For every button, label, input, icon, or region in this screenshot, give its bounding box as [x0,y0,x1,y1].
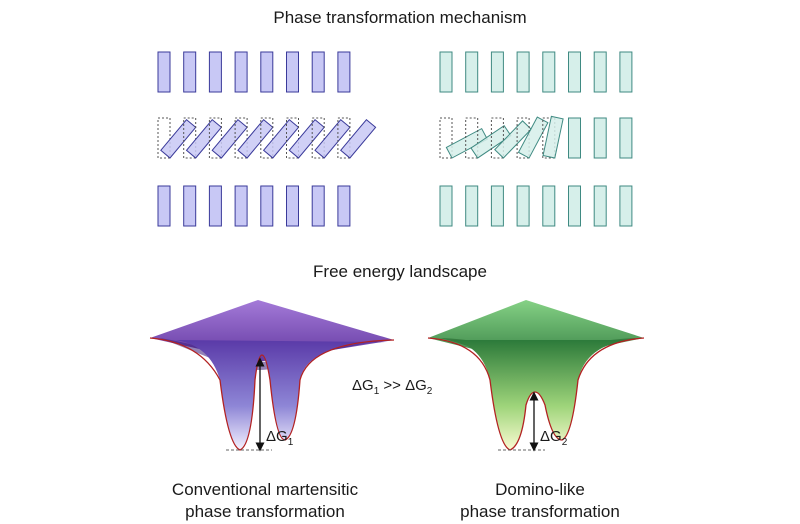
left-cell-top [183,51,197,93]
left-cell-top [286,51,299,93]
right-cell-top [465,51,479,93]
right-cell-tilted [445,127,488,159]
left-caption-line2: phase transformation [185,502,345,521]
right-cell-bottom [439,185,453,227]
left-caption: Conventional martensitic phase transform… [120,479,410,523]
right-cell-upright [568,117,581,159]
right-cell-top [593,51,607,93]
left-cell-ghost [157,117,171,159]
right-cell-bottom [490,185,504,227]
right-cell-bottom [593,185,607,227]
left-cell-tilted [211,118,248,159]
right-cell-tilted [542,115,564,159]
left-cell-top [311,51,325,93]
left-delta-label: ΔG1 [266,428,294,448]
left-cell-top [337,51,351,93]
right-cell-bottom [465,185,479,227]
left-cell-ghost [234,117,248,159]
left-cell-top [208,51,222,93]
right-cell-tilted [517,116,549,159]
right-caption-line1: Domino-like [495,480,585,499]
left-cell-bottom [311,185,325,227]
right-cell-top [516,51,530,93]
left-cell-tilted [288,118,325,159]
right-delta-label: ΔG2 [540,428,568,448]
left-energy-landscape: ΔG1 [149,300,395,452]
right-cell-top [439,51,453,93]
right-cell-ghost [490,117,504,159]
left-cell-tilted [185,118,223,159]
left-cell-bottom [183,185,197,227]
left-cell-bottom [157,185,171,227]
left-cell-tilted [262,118,300,159]
right-cell-top [542,51,556,93]
right-cell-tilted [494,120,532,159]
right-cell-upright [619,117,633,159]
left-cell-bottom [208,185,222,227]
left-cell-ghost [337,117,351,159]
left-cell-bottom [260,185,274,227]
left-cell-ghost [260,117,274,159]
delta-relation: ΔG1 >> ΔG2 [352,377,433,397]
left-cell-ghost [183,117,197,159]
middle-title: Free energy landscape [313,262,487,281]
right-cell-top [490,51,504,93]
left-cell-tilted [340,118,377,159]
right-cell-ghost [465,117,479,159]
right-cell-top [568,51,581,93]
right-lattice [439,51,633,227]
right-energy-landscape: ΔG2 [427,300,645,452]
right-cell-ghost [439,117,453,159]
left-cell-ghost [208,117,222,159]
top-title: Phase transformation mechanism [273,8,527,27]
right-cell-bottom [568,185,581,227]
right-caption-line2: phase transformation [460,502,620,521]
right-cell-bottom [542,185,556,227]
left-lattice [157,51,377,227]
left-cell-top [157,51,171,93]
right-cell-bottom [619,185,633,227]
right-cell-top [619,51,633,93]
left-cell-tilted [237,118,274,159]
left-cell-ghost [286,117,299,159]
left-caption-line1: Conventional martensitic [171,480,359,499]
right-cell-bottom [516,185,530,227]
left-rim [149,337,395,451]
left-cell-bottom [286,185,299,227]
left-cell-ghost [311,117,325,159]
left-cell-bottom [234,185,248,227]
left-cell-bottom [337,185,351,227]
right-cell-upright [593,117,607,159]
left-cell-tilted [314,118,351,159]
left-cell-top [234,51,248,93]
left-cell-tilted [160,118,197,159]
right-caption: Domino-like phase transformation [410,479,670,523]
left-cell-top [260,51,274,93]
